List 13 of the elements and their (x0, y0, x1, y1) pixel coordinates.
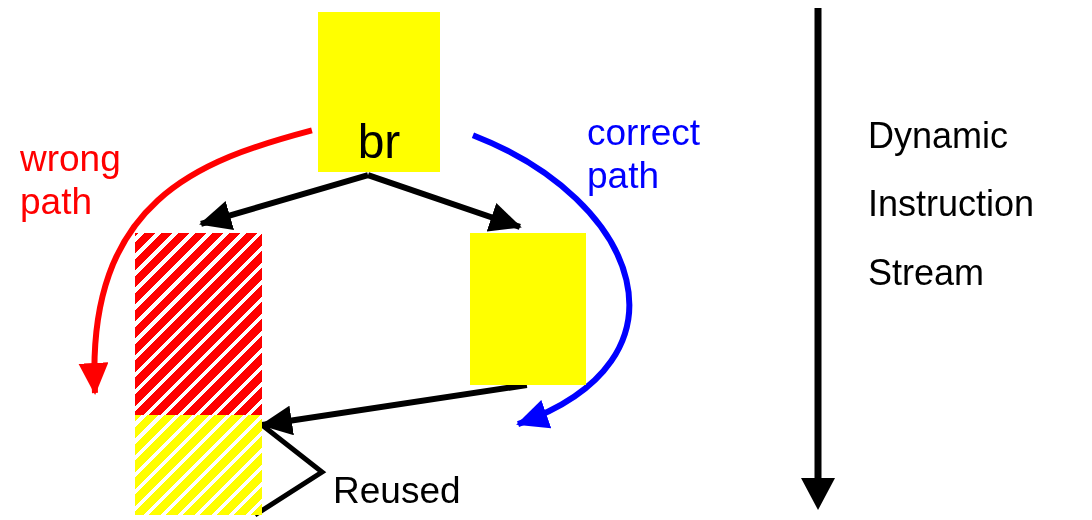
hatched-block (135, 415, 262, 515)
bracket-label: Reused (333, 470, 462, 513)
branch-block (318, 12, 440, 172)
edge-label: correct path (587, 112, 702, 198)
edge-label: wrong path (20, 138, 122, 224)
instruction-block (470, 233, 586, 385)
arrow (199, 172, 369, 230)
arrow (80, 127, 313, 395)
block-label: br (357, 118, 401, 166)
hatched-block (135, 233, 262, 415)
arrow (367, 172, 522, 232)
arrow (471, 132, 633, 427)
axis-label: Dynamic Instruction Stream (868, 114, 1036, 295)
